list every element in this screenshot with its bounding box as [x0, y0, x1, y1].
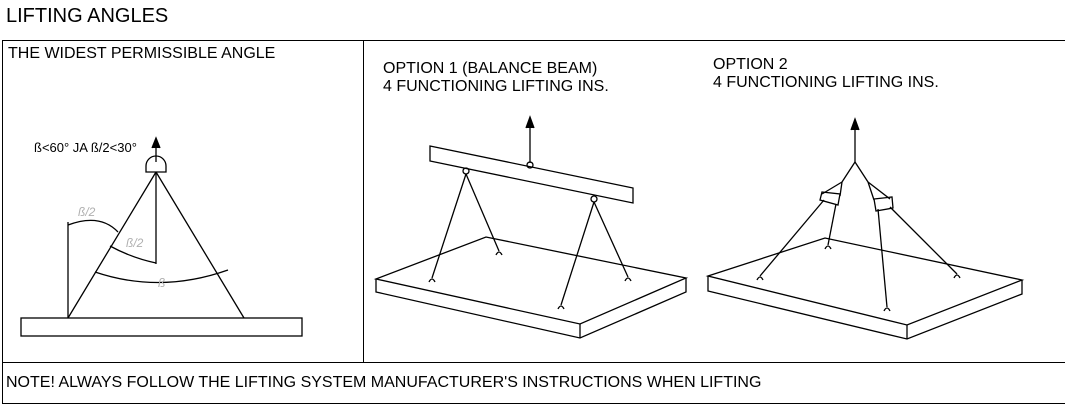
- note-divider: [2, 362, 1065, 363]
- angle-arc-beta: [94, 269, 229, 284]
- balance-beam: [429, 145, 634, 204]
- option2-lift-arrow-head: [850, 117, 860, 131]
- option1-slab-side: [375, 278, 687, 339]
- option2-diagram: [705, 117, 1025, 340]
- option2-slab-side: [707, 276, 1023, 340]
- angle-label-half-outer: ß/2: [78, 205, 96, 219]
- angle-label-full: ß: [158, 276, 165, 290]
- left-sling: [67, 171, 157, 319]
- panel1-heading: THE WIDEST PERMISSIBLE ANGLE: [8, 45, 276, 62]
- diagram-frame: [2, 40, 1065, 404]
- lift-arrow-head: [151, 136, 161, 149]
- right-sling: [155, 171, 245, 319]
- base-plate: [20, 317, 303, 337]
- safety-note: NOTE! ALWAYS FOLLOW THE LIFTING SYSTEM M…: [6, 374, 762, 391]
- angle-diagram: ß/2 ß/2 ß: [20, 136, 303, 337]
- angle-arc-half-outer: [67, 219, 119, 233]
- option2-subtitle: 4 FUNCTIONING LIFTING INS.: [713, 74, 939, 91]
- option1-slab-top: [373, 236, 689, 325]
- panel-divider: [363, 40, 364, 362]
- page-title: LIFTING ANGLES: [6, 5, 169, 27]
- option1-lift-arrow-head: [525, 115, 535, 129]
- hook-dome: [145, 155, 167, 173]
- angle-formula: ß<60° JA ß/2<30°: [34, 140, 137, 155]
- option2-title: OPTION 2: [713, 56, 788, 73]
- angle-label-half-inner: ß/2: [126, 236, 144, 250]
- angle-arc-half-inner: [109, 245, 157, 264]
- option1-title: OPTION 1 (BALANCE BEAM): [383, 60, 598, 77]
- option1-diagram: [373, 115, 689, 339]
- option1-subtitle: 4 FUNCTIONING LIFTING INS.: [383, 78, 609, 95]
